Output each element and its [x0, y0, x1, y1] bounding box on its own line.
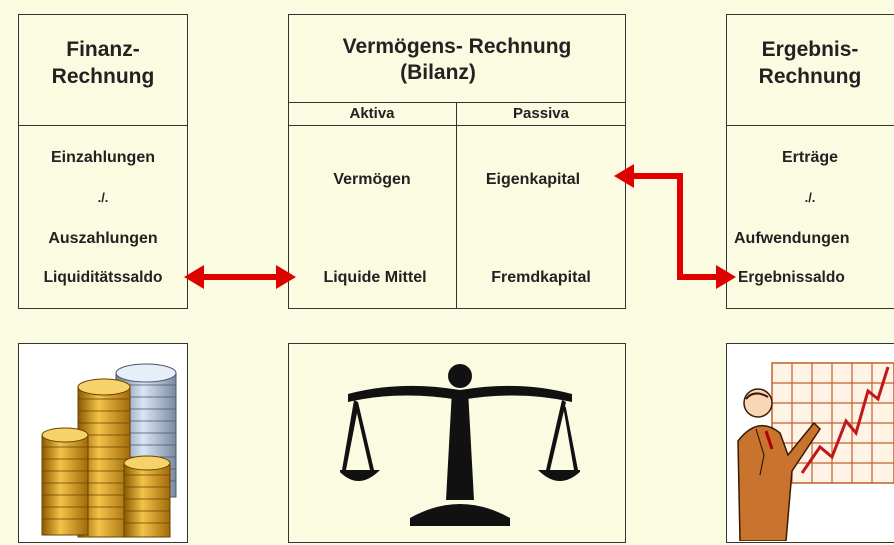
passiva-item-eigenkapital: Eigenkapital [485, 171, 581, 188]
passiva-item-fremdkapital: Fremdkapital [491, 269, 591, 286]
coins-icon [41, 363, 177, 538]
finanz-item-auszahlungen: Auszahlungen [48, 230, 158, 247]
finanz-divider [18, 125, 188, 126]
ergebnis-item-minus: ./. [804, 190, 816, 205]
presenter-chart-icon [737, 362, 894, 541]
ergebnis-divider [726, 125, 894, 126]
finanz-rechnung-box [18, 14, 188, 309]
liquiditaet-arrow [184, 265, 296, 289]
ergebnis-title-line2: Rechnung [758, 65, 862, 88]
bilanz-title-line2: (Bilanz) [400, 61, 476, 84]
aktiva-item-vermoegen: Vermögen [333, 171, 411, 188]
ergebnis-rechnung-box [726, 14, 894, 309]
bilanz-title-divider [288, 102, 626, 103]
finanz-item-minus: ./. [97, 190, 109, 205]
ergebnis-item-ergebnissaldo: Ergebnissaldo [738, 269, 845, 286]
finanz-item-liquiditaetssaldo: Liquiditätssaldo [43, 269, 163, 286]
bilanz-box [288, 14, 626, 309]
finanz-title-line2: Rechnung [51, 65, 155, 88]
ergebnis-item-ertraege: Erträge [781, 149, 839, 166]
eigenkapital-ergebnis-arrow [614, 164, 736, 289]
finanz-item-einzahlungen: Einzahlungen [51, 149, 155, 166]
finanz-title-line1: Finanz- [66, 38, 140, 61]
bilanz-title-line1: Vermögens- Rechnung [342, 35, 572, 58]
ergebnis-item-aufwendungen: Aufwendungen [734, 230, 850, 247]
bilanz-header-divider [288, 125, 626, 126]
passiva-header: Passiva [513, 105, 569, 122]
scales-icon [340, 364, 580, 526]
aktiva-header: Aktiva [349, 105, 395, 122]
aktiva-item-liquide-mittel: Liquide Mittel [323, 269, 427, 286]
bilanz-column-divider [456, 102, 457, 309]
ergebnis-title-line1: Ergebnis- [761, 38, 859, 61]
